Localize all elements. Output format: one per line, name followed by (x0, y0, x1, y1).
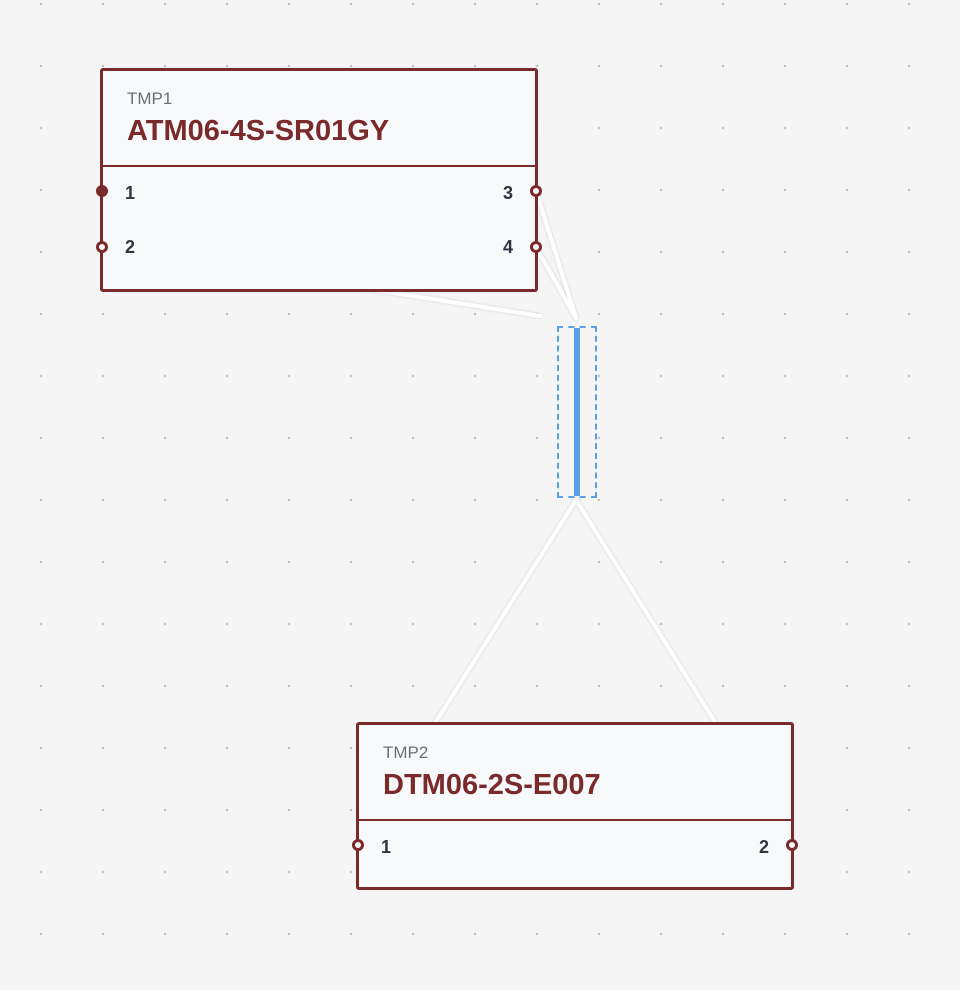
pin-label-2: 2 (758, 837, 769, 857)
connector-tag: TMP1 (127, 89, 173, 108)
pin-tmp1-3[interactable] (530, 185, 542, 197)
pin-tmp1-2[interactable] (96, 241, 108, 253)
pin-tmp1-1[interactable] (96, 185, 108, 197)
connector-header: TMP1 ATM06-4S-SR01GY (103, 71, 535, 167)
splice-bar[interactable] (574, 328, 580, 496)
pin-tmp2-1[interactable] (352, 839, 364, 851)
splice-selected[interactable] (557, 326, 597, 498)
connector-tmp1[interactable]: TMP1 ATM06-4S-SR01GY 1 2 3 4 (100, 68, 538, 292)
pin-label-2: 2 (125, 237, 136, 257)
wire-tmp1-3-to-splice[interactable] (534, 189, 578, 320)
connector-header: TMP2 DTM06-2S-E007 (359, 725, 791, 821)
pin-label-3: 3 (502, 183, 513, 203)
pin-label-1: 1 (125, 183, 136, 203)
connector-tag: TMP2 (383, 743, 429, 762)
pin-label-4: 4 (502, 237, 513, 257)
connector-part-number: DTM06-2S-E007 (383, 769, 601, 801)
wire-tmp1-4-to-splice[interactable] (534, 245, 578, 320)
connector-tmp2[interactable]: TMP2 DTM06-2S-E007 1 2 (356, 722, 794, 890)
connector-part-number: ATM06-4S-SR01GY (127, 115, 390, 147)
pin-tmp2-2[interactable] (786, 839, 798, 851)
pin-tmp1-4[interactable] (530, 241, 542, 253)
pin-label-1: 1 (381, 837, 392, 857)
